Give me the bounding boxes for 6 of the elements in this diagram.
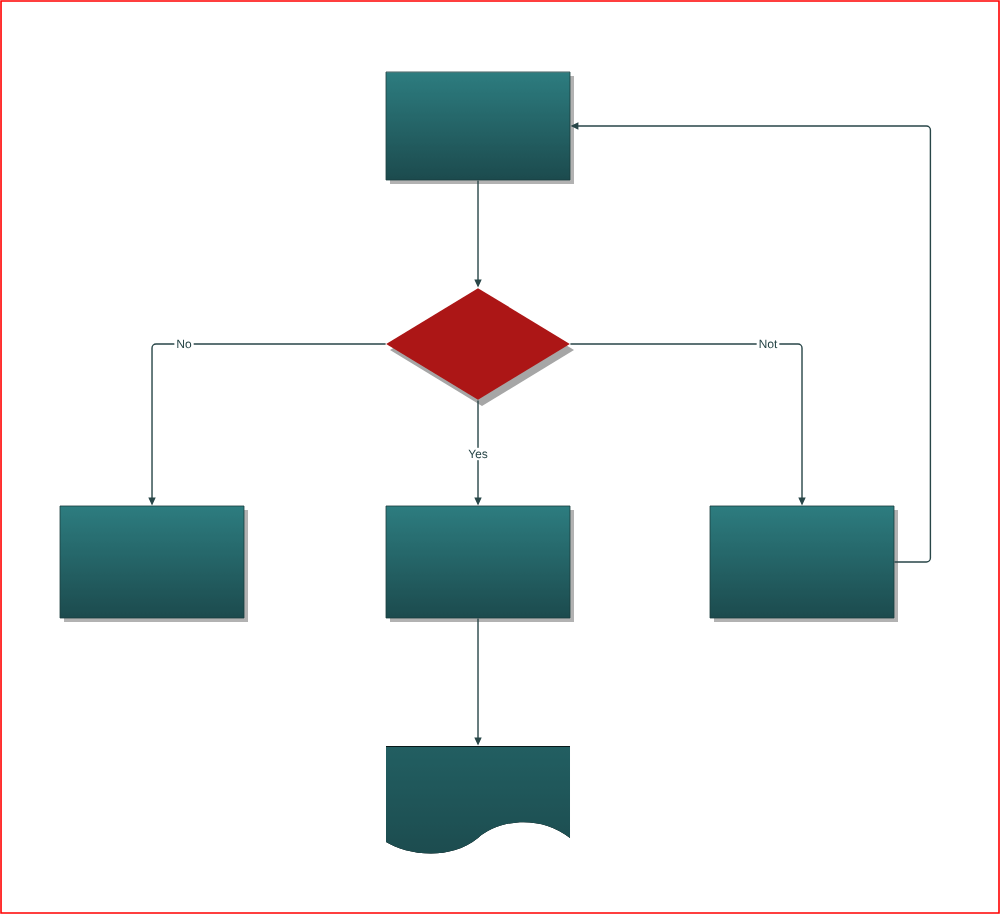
process-box [385,505,574,622]
process-box [59,505,248,622]
process-box [709,505,898,622]
process-box [385,71,574,184]
decision-diamond [386,288,574,406]
document-shape [386,746,570,854]
